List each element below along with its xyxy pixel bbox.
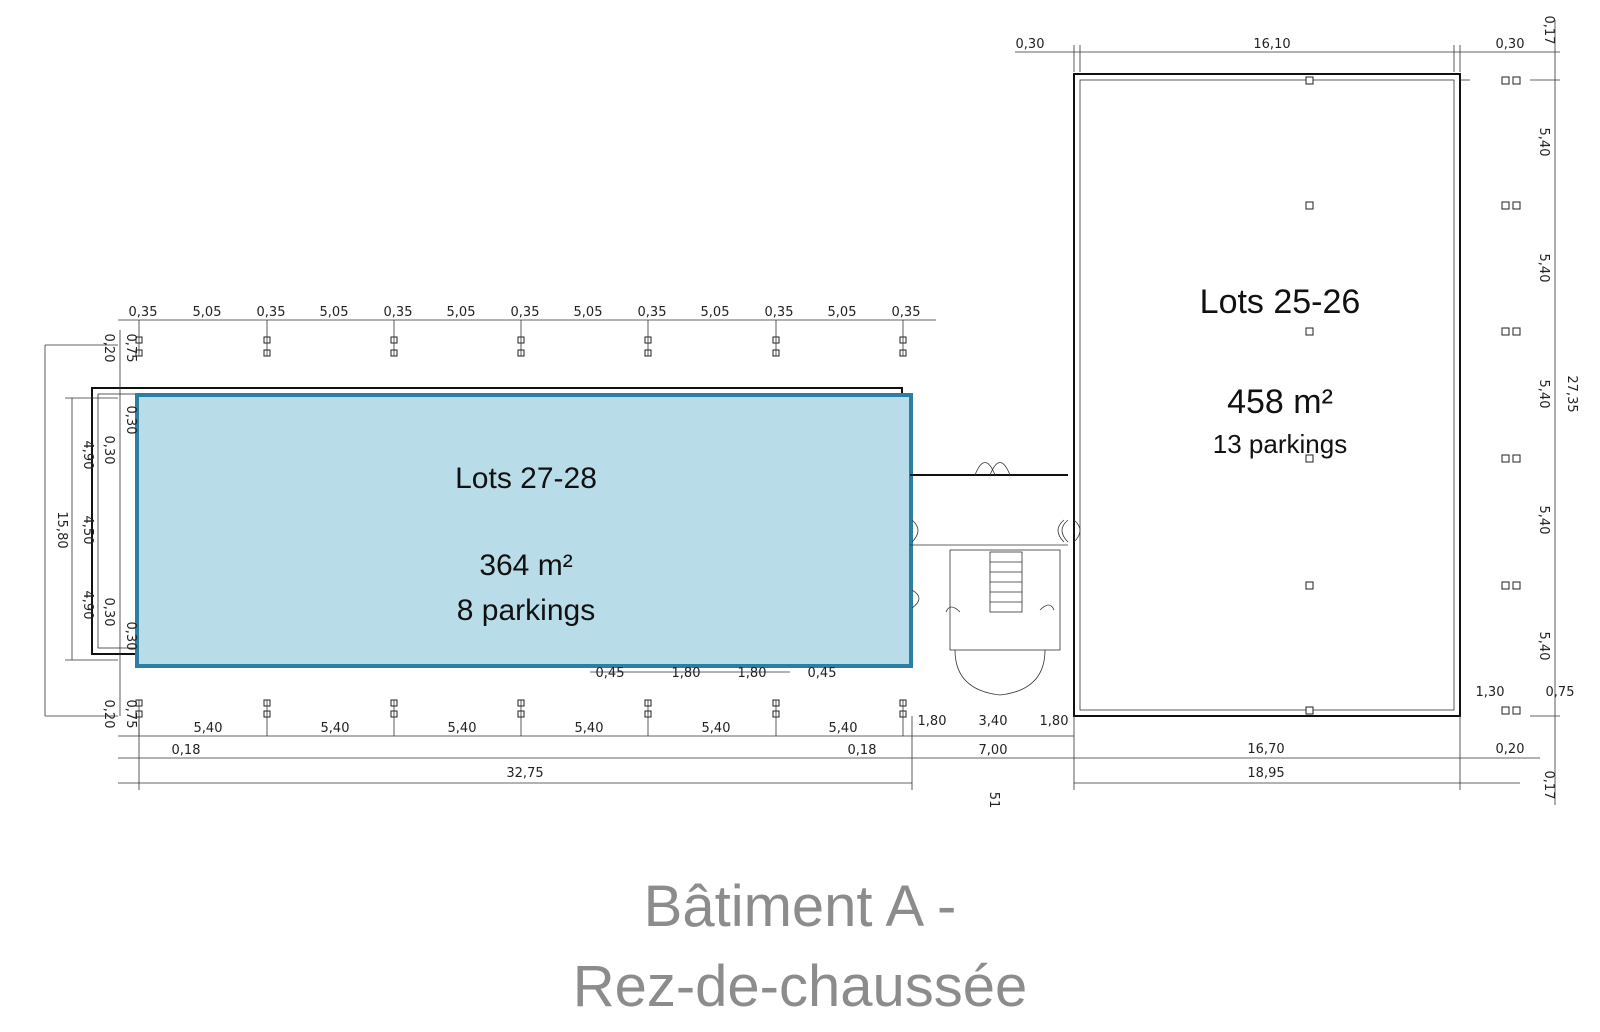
dim-label: 16,70 <box>1247 742 1284 757</box>
dim-label: 1,80 <box>672 666 701 681</box>
dim-label: 4,90 <box>80 441 95 470</box>
dim-label: 0,35 <box>892 305 921 320</box>
dim-label: 1,80 <box>738 666 767 681</box>
dim-label: 0,45 <box>596 666 625 681</box>
dim-label: 4,90 <box>80 591 95 620</box>
dim-label: 0,20 <box>101 334 116 363</box>
lot-25-26-area: 458 m² <box>1227 383 1333 421</box>
dim-label: 5,40 <box>194 721 223 736</box>
dim-label: 0,45 <box>808 666 837 681</box>
dim-label: 5,40 <box>448 721 477 736</box>
dim-label: 5,05 <box>828 305 857 320</box>
dim-label: 0,20 <box>101 700 116 729</box>
dim-label: 32,75 <box>506 766 543 781</box>
east-building <box>1061 73 1521 717</box>
dim-label: 5,40 <box>702 721 731 736</box>
dim-label: 5,40 <box>1536 506 1551 535</box>
dim-label: 27,35 <box>1564 375 1579 412</box>
dim-label: 0,35 <box>129 305 158 320</box>
dim-label: 5,05 <box>447 305 476 320</box>
dimension-lines <box>44 20 1560 805</box>
central-core <box>910 462 1068 696</box>
caption-line-1: Bâtiment A - <box>643 874 957 939</box>
dim-label: 5,40 <box>575 721 604 736</box>
dim-label: 0,30 <box>123 406 138 435</box>
dim-label: 0,18 <box>848 743 877 758</box>
dim-label: 5,40 <box>1536 380 1551 409</box>
dim-label: 0,30 <box>1496 37 1525 52</box>
lot-labels: Lots 25-26 458 m² 13 parkings Lots 27-28… <box>455 283 1360 627</box>
dim-label: 0,75 <box>123 700 138 729</box>
dim-label: 0,30 <box>1016 37 1045 52</box>
dim-label: 5,40 <box>1536 632 1551 661</box>
dim-label: 15,80 <box>54 511 69 548</box>
lot-25-26-name: Lots 25-26 <box>1200 283 1361 321</box>
dim-label: 0,30 <box>123 622 138 651</box>
dim-label: 3,40 <box>979 714 1008 729</box>
dim-label: 0,35 <box>765 305 794 320</box>
dim-label: 0,18 <box>172 743 201 758</box>
dim-label: 5,05 <box>193 305 222 320</box>
dim-label: 5,40 <box>1536 128 1551 157</box>
dim-label: 5,40 <box>829 721 858 736</box>
dim-label: 0,35 <box>384 305 413 320</box>
lot-27-28-area[interactable] <box>135 393 913 668</box>
dim-label: 0,17 <box>1541 16 1556 45</box>
dim-label: 1,80 <box>918 714 947 729</box>
lot-25-26-parkings: 13 parkings <box>1213 429 1347 459</box>
dim-label: 5,05 <box>320 305 349 320</box>
dim-label: 16,10 <box>1253 37 1290 52</box>
dim-label: 0,20 <box>1496 742 1525 757</box>
dim-label: 7,00 <box>979 743 1008 758</box>
dim-label: 0,17 <box>1541 771 1556 800</box>
dim-label: 1,80 <box>1040 714 1069 729</box>
dim-label: 0,35 <box>511 305 540 320</box>
east-columns <box>1305 76 1521 715</box>
stair-label: 51 <box>986 792 1001 809</box>
dim-label: 5,05 <box>574 305 603 320</box>
dim-label: 4,50 <box>80 516 95 545</box>
dim-label: 5,40 <box>321 721 350 736</box>
dim-label: 0,30 <box>101 598 116 627</box>
caption-line-2: Rez-de-chaussée <box>572 954 1028 1019</box>
dim-label: 5,40 <box>1536 254 1551 283</box>
dim-label: 5,05 <box>701 305 730 320</box>
lot-27-28-parkings: 8 parkings <box>457 594 595 627</box>
dim-label: 0,75 <box>1546 685 1575 700</box>
lot-27-28-name: Lots 27-28 <box>455 462 597 495</box>
dim-label: 0,75 <box>123 334 138 363</box>
dim-label: 0,35 <box>638 305 667 320</box>
lot-27-28-area: 364 m² <box>479 549 572 582</box>
dim-label: 0,30 <box>101 436 116 465</box>
dim-label: 18,95 <box>1247 766 1284 781</box>
west-building <box>91 320 913 736</box>
dimension-labels: 0,30 16,10 0,30 0,17 5,40 5,40 5,40 5,40… <box>54 16 1579 809</box>
dim-label: 1,30 <box>1476 685 1505 700</box>
dim-label: 0,35 <box>257 305 286 320</box>
